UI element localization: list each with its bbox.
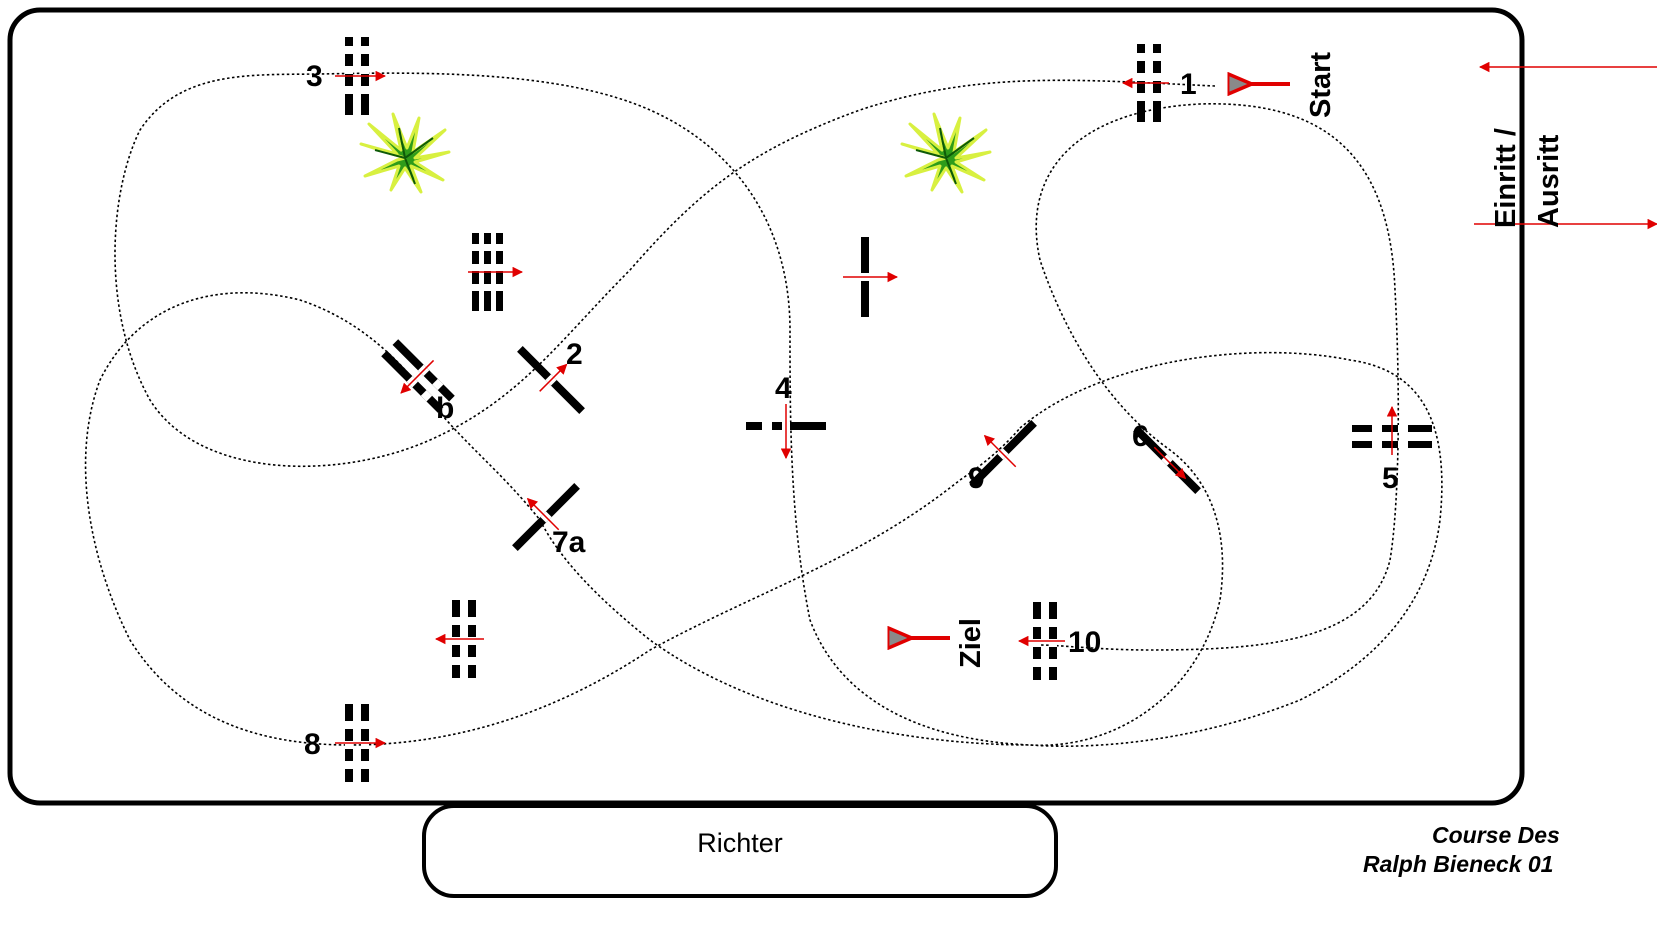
obstacle-8: 8 [304,704,387,782]
obstacle-triple-bar [468,233,524,311]
obstacle-7a: 7a [512,483,586,559]
obstacle-7a-label: 7a [552,526,586,559]
course-route [84,72,1443,747]
entry-exit-label-line2: Ausritt [1533,134,1565,228]
obstacle-9-label: 9 [968,462,985,495]
judge-box: Richter [422,804,1058,898]
judge-label: Richter [697,828,783,858]
finish-label: Ziel [955,618,987,668]
obstacle-1-label: 1 [1180,68,1197,101]
obstacle-2: 2 [517,338,585,414]
obstacle-7b-label: b [436,392,454,425]
agave-plant-icon [359,112,451,194]
obstacle-6-label: 6 [1132,420,1149,453]
entry-exit-marker: Einritt / Ausritt [1474,61,1657,230]
obstacle-4: 4 [746,372,826,460]
obstacle-spare-vertical [843,237,899,317]
obstacle-5: 5 [1352,405,1432,495]
agave-plant-icon [900,112,992,194]
obstacle-2-label: 2 [566,338,583,371]
obstacle-9: 9 [968,420,1037,495]
obstacle-10-label: 10 [1068,626,1101,659]
start-label: Start [1305,52,1337,118]
course-designer-credit-line1: Course Des [1432,822,1560,848]
entry-exit-label-line1: Einritt / [1490,128,1522,228]
obstacle-3: 3 [306,37,387,115]
obstacle-8-label: 8 [304,728,321,761]
obstacle-3-label: 3 [306,60,323,93]
course-designer-credit-line2: Ralph Bieneck 01 [1363,851,1553,877]
obstacle-5-label: 5 [1382,462,1399,495]
arena-boundary [7,7,1525,806]
obstacle-6: 6 [1132,420,1201,494]
obstacle-1: 1 [1121,44,1197,122]
obstacle-4-label: 4 [775,372,792,405]
obstacle-10: 10 [1017,602,1101,680]
obstacle-7b: b [381,339,455,425]
obstacle-spare-oxer [434,600,484,678]
